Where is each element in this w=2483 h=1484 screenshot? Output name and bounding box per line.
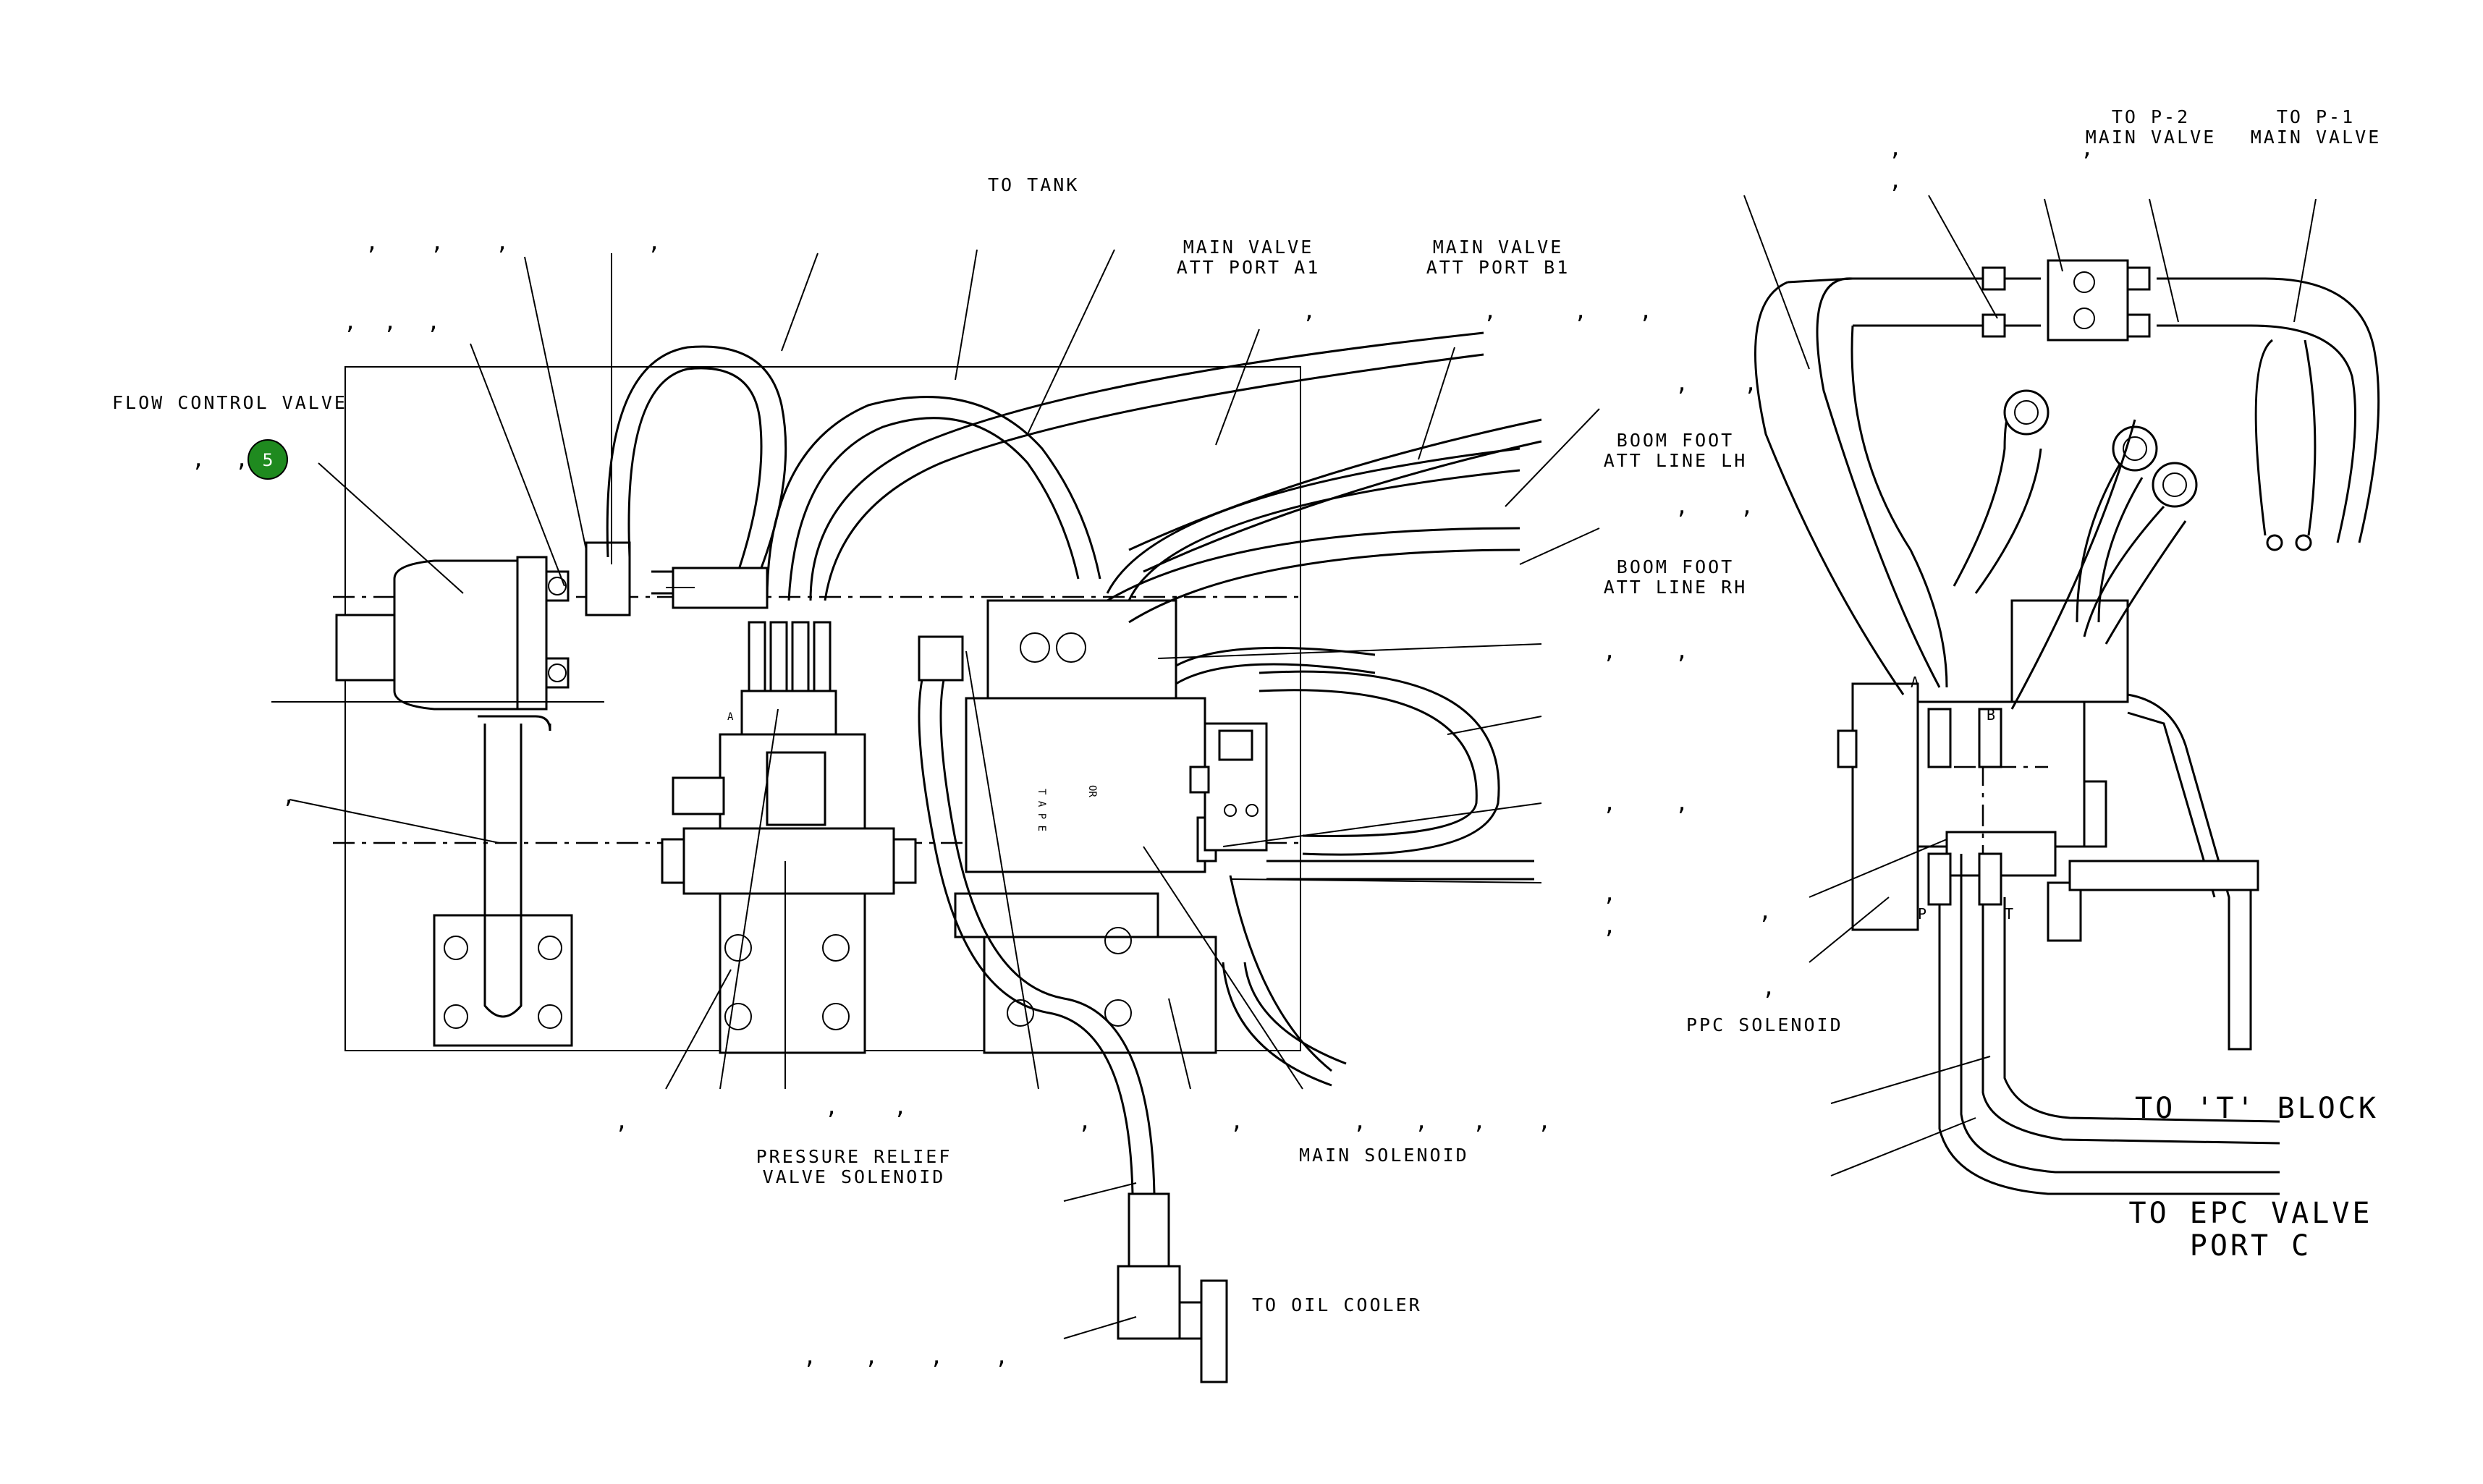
placeholder-comma: , (1675, 494, 1688, 520)
label-boom-foot-rh-line2: ATT LINE RH (1604, 577, 1748, 598)
placeholder-comma: , (1675, 639, 1688, 664)
label-pressure-relief-line1: PRESSURE RELIEF (756, 1146, 952, 1167)
port-letter-b: B (1987, 706, 1995, 724)
placeholder-comma: , (1603, 791, 1616, 816)
port-letter-a-small: A (727, 711, 734, 723)
placeholder-comma: , (384, 310, 397, 335)
pressure-relief-valve (661, 690, 917, 1054)
placeholder-comma: , (431, 230, 444, 255)
right-hoses (1754, 259, 2380, 1195)
placeholder-comma: , (1740, 494, 1754, 520)
tape-label: T A P E (1036, 789, 1047, 831)
left-bracket (433, 914, 573, 1047)
placeholder-comma: , (1574, 299, 1587, 324)
placeholder-comma: , (1415, 1109, 1428, 1135)
placeholder-comma: , (1762, 975, 1775, 1001)
label-to-p2-line1: TO P-2 (2112, 106, 2190, 127)
label-to-p1-line1: TO P-1 (2277, 106, 2355, 127)
flow-control-valve (335, 541, 631, 711)
ppc-solenoid-coil (1851, 682, 1919, 931)
placeholder-comma: , (2081, 136, 2094, 161)
placeholder-comma: , (282, 784, 295, 809)
placeholder-comma: , (1603, 914, 1616, 939)
placeholder-comma: , (1889, 136, 1902, 161)
placeholder-comma: , (1744, 371, 1757, 397)
label-main-valve-a1-line2: ATT PORT A1 (1177, 257, 1321, 278)
placeholder-comma: , (615, 1109, 628, 1135)
placeholder-comma: , (344, 310, 357, 335)
label-pressure-relief-line2: VALVE SOLENOID (763, 1166, 946, 1187)
placeholder-comma: , (1484, 299, 1497, 324)
label-to-oil-cooler: TO OIL COOLER (1252, 1294, 1422, 1315)
placeholder-comma: , (496, 230, 509, 255)
placeholder-comma: , (192, 447, 205, 472)
label-to-p2-line2: MAIN VALVE (2086, 127, 2217, 148)
placeholder-comma: , (1603, 881, 1616, 907)
label-boom-foot-lh-line2: ATT LINE LH (1604, 450, 1748, 471)
placeholder-comma: , (1538, 1109, 1551, 1135)
placeholder-comma: , (1759, 899, 1772, 925)
or-label: OR (1086, 785, 1098, 797)
label-boom-foot-lh-line1: BOOM FOOT (1617, 430, 1734, 451)
placeholder-comma: , (1603, 639, 1616, 664)
right-assembly-view (1743, 195, 2380, 1195)
placeholder-comma: , (1675, 791, 1688, 816)
left-hoses (271, 331, 1542, 1383)
port-letter-t: T (2005, 905, 2013, 923)
label-main-valve-b1-line1: MAIN VALVE (1433, 237, 1564, 258)
placeholder-comma: , (930, 1344, 943, 1370)
placeholder-comma: , (235, 447, 248, 472)
placeholder-comma: , (648, 230, 661, 255)
placeholder-comma: , (1889, 169, 1902, 194)
left-assembly-view (271, 249, 1600, 1383)
left-leaders (289, 249, 1600, 1339)
manifold-block (2010, 599, 2129, 703)
label-to-epc-line1: TO EPC VALVE (2129, 1197, 2373, 1230)
placeholder-comma: , (1078, 1109, 1091, 1135)
placeholder-comma: , (1353, 1109, 1366, 1135)
label-main-solenoid: MAIN SOLENOID (1299, 1145, 1469, 1166)
label-boom-foot-rh-line1: BOOM FOOT (1617, 556, 1734, 577)
label-flow-control-valve: FLOW CONTROL VALVE (112, 392, 347, 413)
label-to-p1-line2: MAIN VALVE (2251, 127, 2382, 148)
placeholder-comma: , (865, 1344, 878, 1370)
placeholder-comma: , (427, 310, 440, 335)
placeholder-comma: , (1473, 1109, 1486, 1135)
placeholder-comma: , (1230, 1109, 1243, 1135)
label-to-epc-line2: PORT C (2190, 1229, 2312, 1263)
label-to-tank: TO TANK (988, 174, 1079, 195)
placeholder-comma: , (995, 1344, 1008, 1370)
placeholder-comma: , (365, 230, 378, 255)
port-letter-p: P (1918, 905, 1926, 923)
callout-number: 5 (262, 450, 273, 470)
placeholder-comma: , (803, 1344, 816, 1370)
right-leaders (1743, 195, 2317, 1176)
placeholder-marks: ,,,,,,,,,,,,,,,,,,,,,,,,,,,,,,,,,,,,,,,,… (192, 136, 2094, 1370)
label-main-valve-a1-line1: MAIN VALVE (1183, 237, 1314, 258)
label-ppc-solenoid: PPC SOLENOID (1686, 1014, 1843, 1035)
main-solenoid-block (954, 599, 1268, 1054)
callout-balloon-5[interactable]: 5 (248, 439, 288, 480)
placeholder-comma: , (825, 1095, 838, 1120)
placeholder-comma: , (894, 1095, 907, 1120)
label-main-valve-b1-line2: ATT PORT B1 (1426, 257, 1570, 278)
placeholder-comma: , (1639, 299, 1652, 324)
label-to-t-block: TO 'T' BLOCK (2135, 1092, 2379, 1125)
placeholder-comma: , (1303, 299, 1316, 324)
placeholder-comma: , (1675, 371, 1688, 397)
port-letter-a: A (1911, 674, 1919, 691)
